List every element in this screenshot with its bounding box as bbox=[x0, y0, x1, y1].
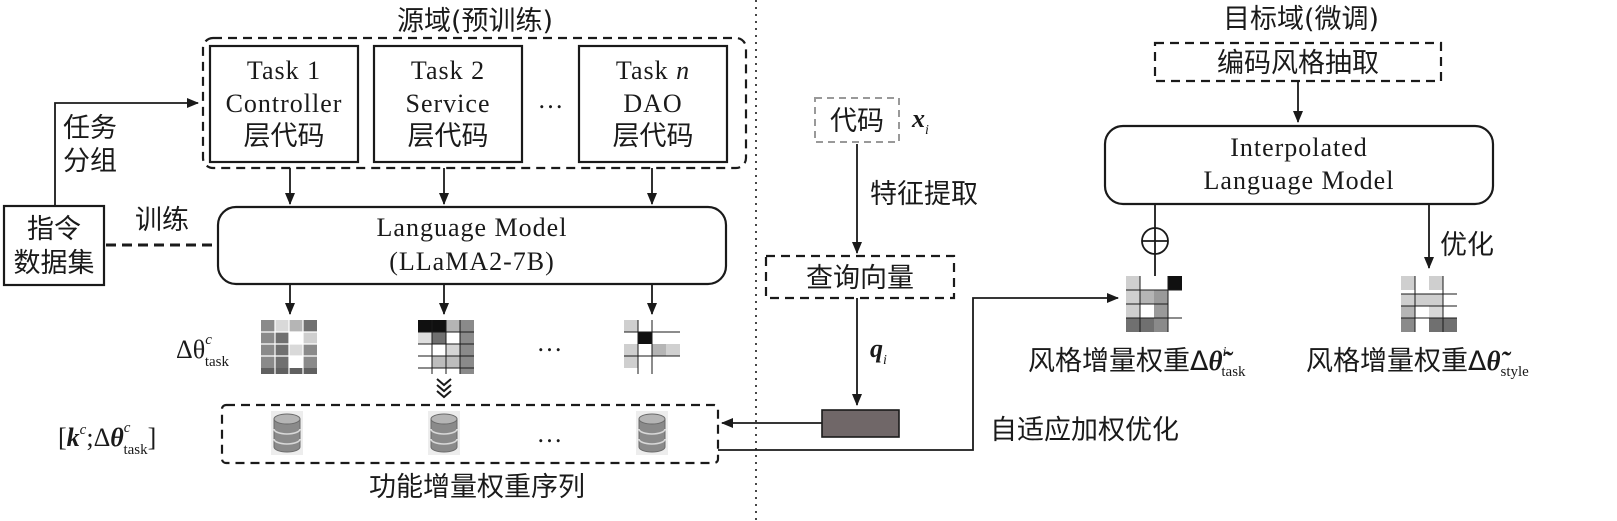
task-ellipsis: … bbox=[538, 85, 565, 114]
database-icon bbox=[635, 410, 669, 456]
q-variable: qi bbox=[870, 334, 887, 368]
interpolated-lm-line2: Language Model bbox=[1204, 166, 1395, 195]
task-group-container bbox=[201, 36, 748, 170]
task-2-name: Task 2 bbox=[411, 56, 485, 85]
target-domain-title: 目标域(微调) bbox=[1223, 4, 1379, 35]
weight-sequence-container bbox=[220, 403, 720, 465]
query-vector-label: 查询向量 bbox=[806, 263, 914, 294]
style-weight-matrix bbox=[1401, 276, 1457, 332]
language-model-line1: Language Model bbox=[377, 213, 568, 242]
task-2-zh: 层代码 bbox=[408, 121, 489, 152]
train-label: 训练 bbox=[135, 205, 189, 236]
task-1-name: Task 1 bbox=[247, 56, 321, 85]
task-1-zh: 层代码 bbox=[244, 121, 325, 152]
source-domain-title: 源域(预训练) bbox=[397, 6, 553, 37]
instruction-dataset-line2: 数据集 bbox=[14, 248, 95, 279]
task-n-zh: 层代码 bbox=[613, 121, 694, 152]
matrix-ellipsis: … bbox=[537, 328, 564, 357]
task-2-sub: Service bbox=[406, 89, 491, 118]
language-model-box: Language Model (LLaMA2-7B) bbox=[216, 205, 728, 286]
style-extract-label: 编码风格抽取 bbox=[1217, 48, 1379, 79]
database-icon bbox=[427, 410, 461, 456]
style-task-weight-matrix bbox=[1126, 276, 1182, 332]
code-label: 代码 bbox=[830, 106, 884, 137]
task-grouping-line2: 分组 bbox=[63, 146, 117, 177]
triple-chevron-down-icon bbox=[436, 378, 452, 399]
sequence-label: 功能增量权重序列 bbox=[369, 472, 585, 503]
instruction-dataset-line1: 指令 bbox=[27, 214, 81, 245]
feature-extract-label: 特征提取 bbox=[870, 179, 978, 210]
instruction-dataset-box: 指令 数据集 bbox=[2, 204, 106, 287]
weight-matrix-1 bbox=[261, 320, 317, 374]
query-vector-bar bbox=[821, 409, 900, 438]
weight-matrix-2 bbox=[418, 320, 474, 374]
optimize-label: 优化 bbox=[1440, 230, 1494, 261]
adaptive-weighting-label: 自适应加权优化 bbox=[990, 415, 1179, 446]
language-model-line2: (LLaMA2-7B) bbox=[389, 247, 555, 276]
task-n-sub: DAO bbox=[623, 89, 682, 118]
task-1-sub: Controller bbox=[226, 89, 343, 118]
task-grouping-arrow bbox=[54, 98, 199, 205]
adaptive-weighting-arrow bbox=[718, 293, 1119, 451]
code-box bbox=[814, 97, 900, 143]
sequence-ellipsis: … bbox=[537, 419, 564, 448]
code-variable: xi bbox=[911, 104, 929, 138]
database-icon bbox=[270, 410, 304, 456]
style-weight-label: 风格增量权重Δθ̃style bbox=[1306, 346, 1529, 380]
interpolated-lm-box: Interpolated Language Model bbox=[1103, 124, 1495, 206]
task-2-box: Task 2 Service 层代码 bbox=[372, 44, 524, 164]
task-1-box: Task 1 Controller 层代码 bbox=[208, 44, 360, 164]
query-vector-box bbox=[764, 254, 956, 300]
weight-matrix-n bbox=[624, 320, 680, 374]
task-n-name: Task n bbox=[616, 56, 690, 85]
interpolated-lm-line1: Interpolated bbox=[1230, 133, 1368, 162]
task-grouping-line1: 任务 bbox=[63, 113, 117, 144]
task-n-box: Task n DAO 层代码 bbox=[577, 44, 729, 164]
oplus-icon bbox=[1141, 227, 1169, 255]
